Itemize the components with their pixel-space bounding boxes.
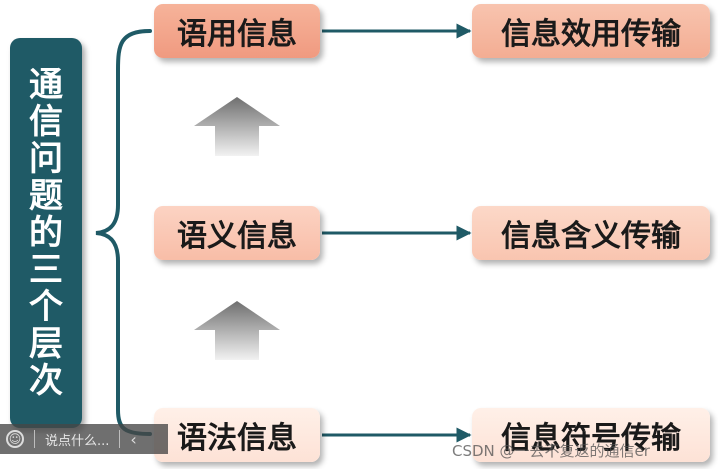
title-char: 通	[29, 64, 63, 105]
divider	[119, 430, 121, 448]
title-char: 个	[29, 286, 63, 327]
title-char: 题	[29, 175, 63, 216]
title-char: 信	[29, 101, 63, 142]
title-char: 的	[29, 212, 63, 253]
result-box-symbol: 信息符号传输	[472, 408, 710, 462]
chevron-left-icon[interactable]: ‹	[130, 429, 137, 449]
divider	[34, 430, 35, 448]
title-char: 层	[29, 323, 63, 364]
level-box-pragmatic: 语用信息	[154, 4, 320, 58]
comment-bar[interactable]: ☺ 说点什么... ‹	[0, 424, 168, 454]
comment-input[interactable]: 说点什么...	[45, 433, 110, 449]
result-box-utility: 信息效用传输	[472, 4, 710, 58]
title-char: 三	[29, 249, 63, 290]
up-arrow-lower	[194, 301, 280, 360]
title-char: 次	[29, 360, 63, 401]
result-box-meaning: 信息含义传输	[472, 206, 710, 260]
title-box: 通 信 问 题 的 三 个 层 次	[10, 38, 82, 428]
title-char: 问	[29, 138, 63, 179]
watermark: CSDN @一去不复返的通信er	[452, 442, 650, 460]
up-arrow-upper	[194, 97, 280, 156]
level-box-syntactic: 语法信息	[154, 408, 320, 462]
curly-brace	[95, 29, 152, 436]
level-box-semantic: 语义信息	[154, 206, 320, 260]
smile-icon[interactable]: ☺	[6, 430, 24, 448]
